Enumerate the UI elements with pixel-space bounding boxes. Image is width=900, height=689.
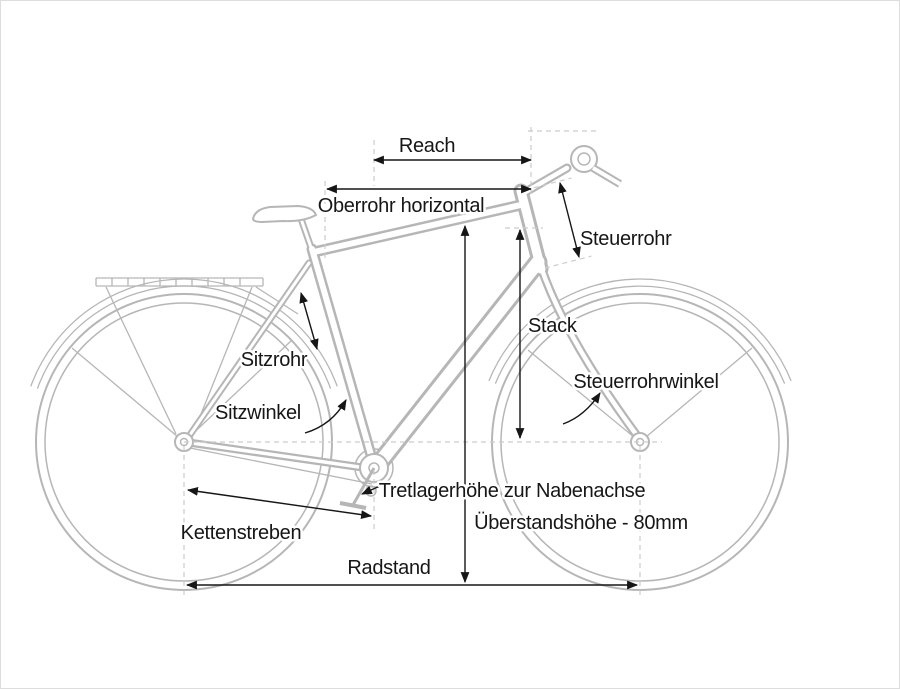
label-stack: Stack — [528, 315, 578, 337]
label-radstand: Radstand — [347, 557, 430, 579]
rear-fender-stay — [71, 347, 185, 443]
pedal — [339, 501, 367, 510]
label-reach: Reach — [399, 135, 455, 157]
measurement-arrows — [185, 155, 639, 590]
sitzwinkel-angle-arrow — [304, 399, 347, 434]
kettenstreben-arrow — [186, 487, 373, 519]
label-steuerrohr: Steuerrohr — [580, 228, 672, 250]
sitzrohr-arrow — [299, 291, 319, 351]
chain-line — [189, 447, 373, 485]
label-oberrohr-horizontal: Oberrohr horizontal — [318, 195, 485, 217]
label-tretlagerhoehe: Tretlagerhöhe zur Nabenachse — [379, 480, 646, 502]
label-kettenstreben: Kettenstreben — [181, 522, 302, 544]
front-fender-stay — [527, 349, 641, 443]
front-fender — [494, 285, 786, 384]
label-sitzrohr: Sitzrohr — [241, 349, 308, 371]
steuerrohrwinkel-angle-arrow — [562, 392, 601, 425]
label-ueberstandshoehe: Überstandshöhe - 80mm — [474, 512, 688, 534]
guide-lines — [183, 127, 662, 598]
saddle — [251, 204, 318, 224]
label-steuerrohrwinkel: Steuerrohrwinkel — [573, 371, 718, 393]
labels: Reach Oberrohr horizontal Steuerrohr Sta… — [178, 133, 721, 582]
label-sitzwinkel: Sitzwinkel — [215, 402, 301, 424]
headtube-top-perp-guide — [524, 177, 572, 191]
rear-rack — [95, 277, 299, 435]
headtube-bottom-perp-guide — [544, 255, 592, 269]
steuerrohr-arrow — [558, 181, 581, 259]
handlebar-grip — [570, 145, 598, 173]
